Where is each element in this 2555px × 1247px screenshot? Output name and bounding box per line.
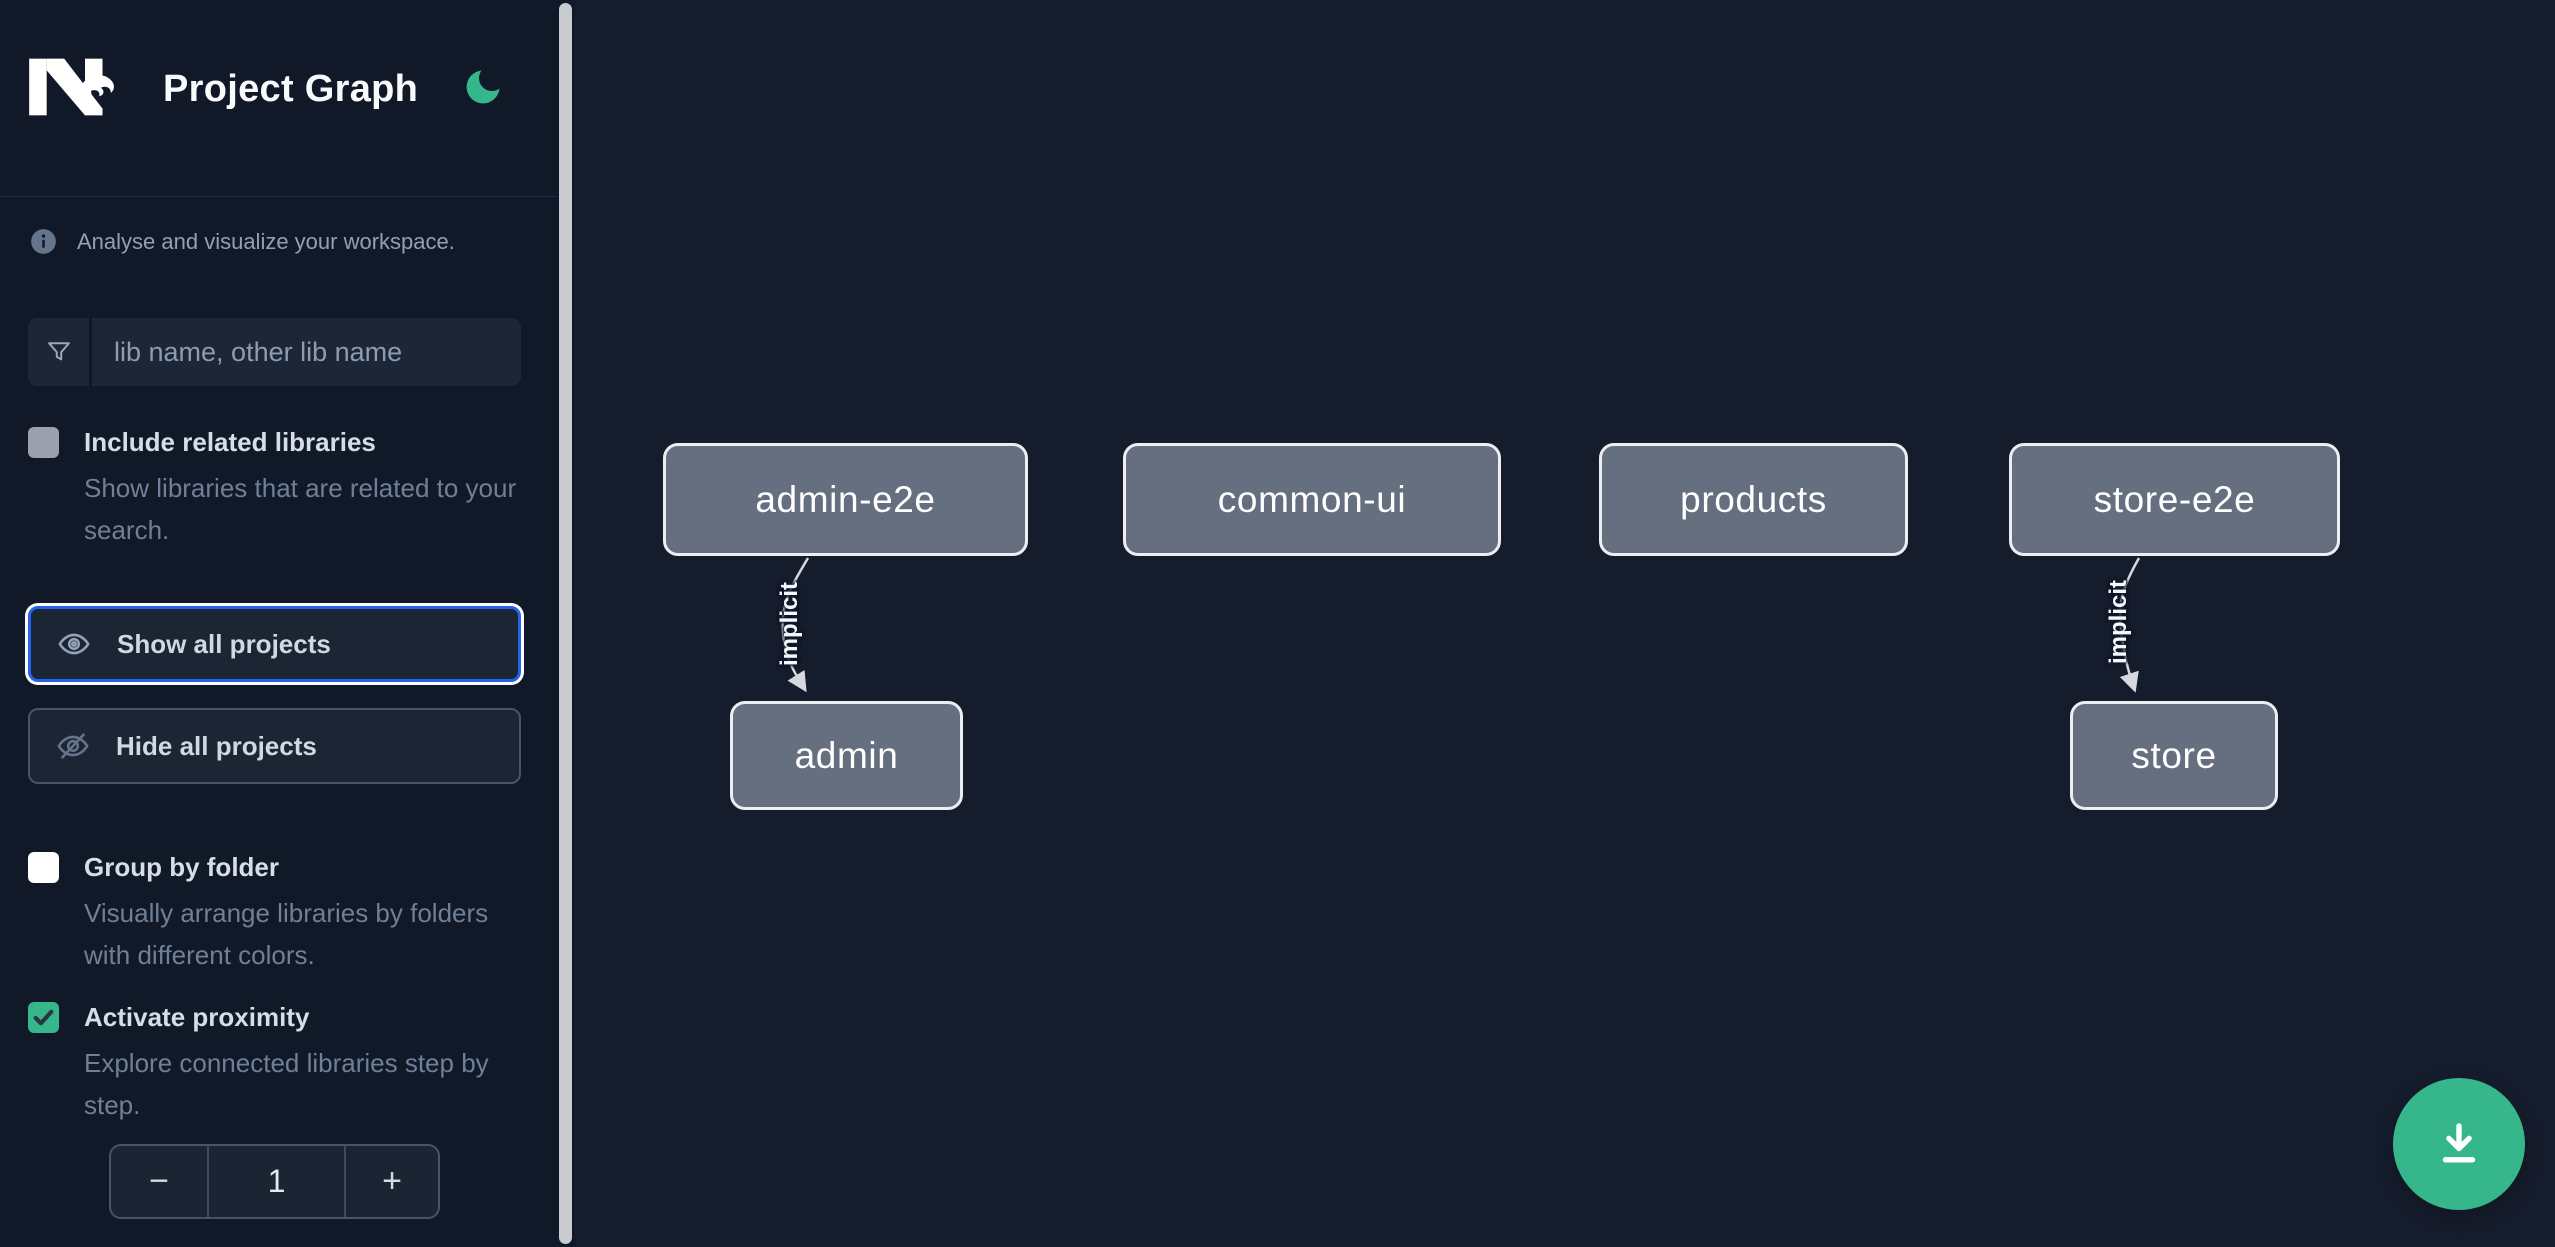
option-group-by-folder[interactable]: Group by folder Visually arrange librari…: [28, 851, 528, 976]
edge-label: implicit: [2105, 579, 2132, 665]
sidebar-scrollbar-thumb[interactable]: [559, 3, 572, 1244]
option-label: Group by folder: [84, 852, 279, 882]
edge-store-e2e-store[interactable]: [2118, 557, 2141, 693]
proximity-depth-stepper: − 1 +: [109, 1144, 440, 1219]
option-include-related-libraries[interactable]: Include related libraries Show libraries…: [28, 426, 528, 551]
hide-all-projects-button[interactable]: Hide all projects: [28, 708, 521, 784]
option-description: Visually arrange libraries by folders wi…: [84, 898, 489, 970]
eye-icon: [58, 633, 90, 655]
info-row: Analyse and visualize your workspace.: [30, 228, 455, 255]
graph-node-admin-e2e[interactable]: admin-e2e: [663, 443, 1028, 556]
moon-icon: [466, 70, 500, 103]
option-label: Include related libraries: [84, 427, 376, 457]
hide-all-projects-label: Hide all projects: [116, 730, 317, 761]
graph-node-store-e2e[interactable]: store-e2e: [2009, 443, 2340, 556]
option-label: Activate proximity: [84, 1002, 310, 1032]
proximity-depth-value[interactable]: 1: [207, 1146, 346, 1217]
search-field: [28, 318, 521, 386]
sidebar-header: Project Graph: [0, 0, 557, 197]
edge-label: implicit: [776, 581, 803, 667]
graph-node-common-ui[interactable]: common-ui: [1123, 443, 1501, 556]
option-description: Show libraries that are related to your …: [84, 473, 517, 545]
graph-node-store[interactable]: store: [2070, 701, 2278, 810]
show-all-projects-label: Show all projects: [117, 628, 331, 659]
page-title: Project Graph: [163, 68, 419, 110]
theme-toggle-button[interactable]: [459, 64, 507, 112]
header-divider: [0, 196, 557, 197]
info-text: Analyse and visualize your workspace.: [77, 228, 455, 254]
group-by-folder-checkbox[interactable]: [28, 852, 59, 883]
graph-node-products[interactable]: products: [1599, 443, 1908, 556]
graph-node-admin[interactable]: admin: [730, 701, 963, 810]
info-icon: [31, 229, 56, 254]
option-description: Explore connected libraries step by step…: [84, 1048, 489, 1120]
show-all-projects-button[interactable]: Show all projects: [28, 606, 521, 682]
increment-button[interactable]: +: [382, 1162, 402, 1200]
edge-admin-e2e-admin[interactable]: [781, 557, 810, 693]
download-image-button[interactable]: [2393, 1078, 2525, 1210]
activate-proximity-checkbox[interactable]: [28, 1002, 59, 1033]
search-input[interactable]: [92, 318, 521, 386]
graph-canvas[interactable]: implicit implicit admin-e2e common-ui pr…: [575, 0, 2555, 1247]
edges-layer: [781, 557, 2141, 693]
include-related-checkbox[interactable]: [28, 427, 59, 458]
download-icon: [2442, 1123, 2476, 1163]
eye-off-icon: [57, 733, 89, 759]
decrement-button[interactable]: −: [149, 1162, 169, 1200]
checkmark-icon: [33, 1009, 54, 1026]
nx-logo-icon: [29, 58, 114, 116]
sidebar: Project Graph Analyse and visualize your…: [0, 0, 557, 1247]
option-activate-proximity[interactable]: Activate proximity Explore connected lib…: [28, 1001, 528, 1126]
sidebar-scrollbar: [557, 0, 575, 1247]
filter-funnel-icon: [28, 318, 92, 386]
